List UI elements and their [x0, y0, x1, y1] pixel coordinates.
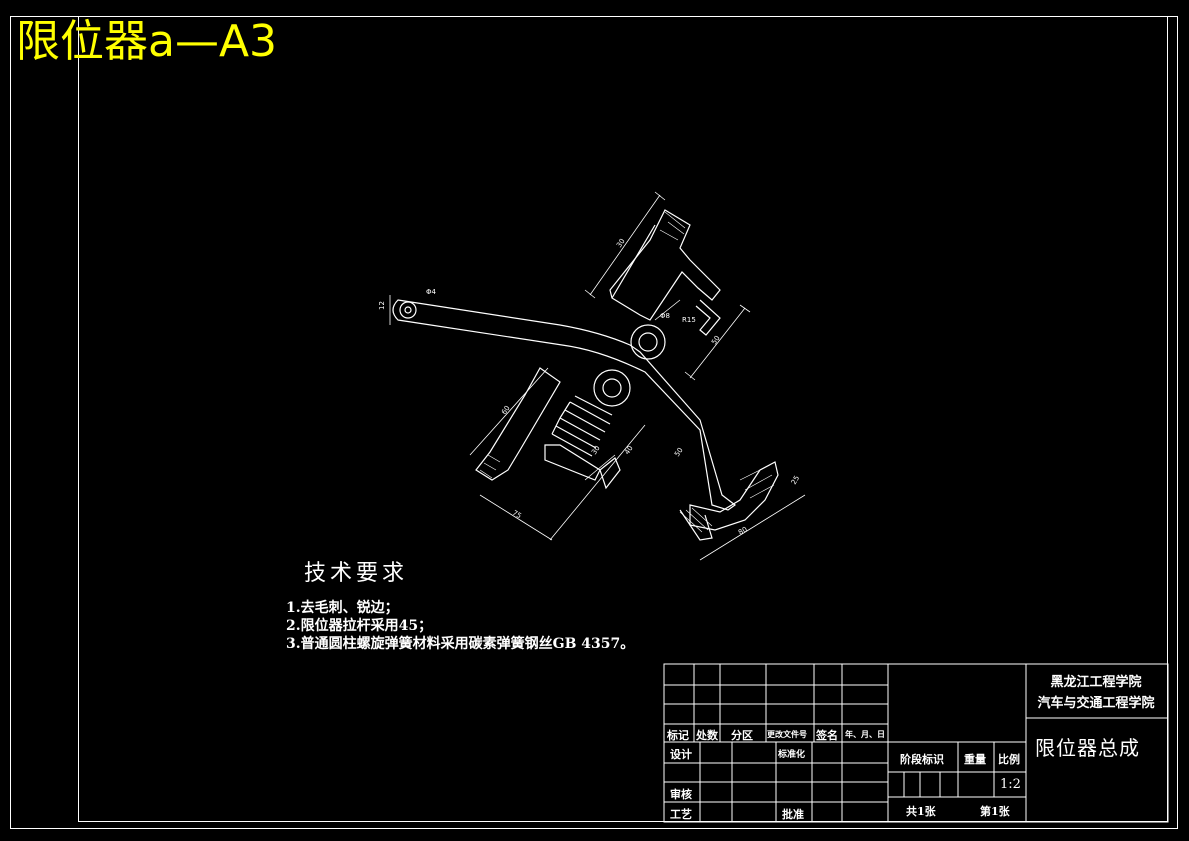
- dim-text: 30: [590, 444, 602, 456]
- dim-text: 25: [790, 474, 801, 486]
- dim-text: 30: [615, 237, 627, 249]
- dim-text: R15: [682, 316, 696, 324]
- dim-text: 40: [623, 444, 635, 456]
- drawing-name: 限位器总成: [1035, 736, 1140, 760]
- lever-end-hole: [399, 301, 417, 319]
- dim-text: 50: [710, 334, 722, 346]
- label-approve: 批准: [782, 808, 804, 821]
- dim-text: 50: [673, 446, 685, 458]
- label-weight: 重量: [964, 753, 986, 766]
- header-signature: 签名: [816, 729, 838, 742]
- lower-pivot: [593, 369, 631, 407]
- compression-spring: [551, 395, 613, 457]
- sheet-number: 第1张: [980, 805, 1010, 818]
- label-standardize: 标准化: [778, 750, 806, 760]
- lower-bracket: [475, 367, 561, 481]
- lever-arm: [392, 299, 737, 511]
- dim-text: Φ4: [426, 288, 437, 296]
- notes-item-3: 3.普通圆柱螺旋弹簧材料采用碳素弹簧钢丝GB 4357。: [286, 636, 635, 652]
- bottom-foot: [689, 461, 779, 531]
- header-zone: 分区: [731, 729, 753, 742]
- dim-text: 60: [500, 404, 512, 416]
- notes-heading: 技术要求: [304, 561, 409, 586]
- upper-pivot: [630, 324, 666, 360]
- scale-value: 1:2: [1000, 777, 1021, 792]
- label-scale: 比例: [998, 753, 1020, 766]
- header-mark: 标记: [667, 729, 689, 742]
- drawing-title: 限位器a—A3: [16, 16, 278, 67]
- title-block-grid: [663, 663, 1169, 823]
- label-process: 工艺: [670, 808, 692, 821]
- notes-item-1: 1.去毛刺、锐边；: [286, 600, 399, 616]
- dim-text: 75: [511, 509, 523, 520]
- section-hatch: [479, 211, 775, 533]
- dim-text: Φ8: [660, 312, 670, 320]
- label-review: 审核: [670, 788, 692, 801]
- dim-text: 12: [378, 301, 386, 310]
- header-date: 年、月、日: [845, 729, 885, 739]
- school-name: 黑龙江工程学院: [1050, 675, 1142, 690]
- upper-bracket: [609, 209, 721, 321]
- technical-requirements: 技术要求 1.去毛刺、锐边； 2.限位器拉杆采用45； 3.普通圆柱螺旋弹簧材料…: [286, 555, 634, 653]
- dim-text: 80: [737, 525, 749, 536]
- drawing-border-inner: [78, 16, 1168, 822]
- notes-item-2: 2.限位器拉杆采用45；: [286, 618, 433, 634]
- sheets-total: 共1张: [906, 805, 936, 818]
- department-name: 汽车与交通工程学院: [1037, 696, 1155, 711]
- label-stage-mark: 阶段标识: [900, 753, 944, 766]
- dimension-lines: [389, 191, 806, 561]
- label-design: 设计: [670, 748, 692, 761]
- header-count: 处数: [696, 729, 718, 742]
- header-change-doc: 更改文件号: [767, 729, 807, 739]
